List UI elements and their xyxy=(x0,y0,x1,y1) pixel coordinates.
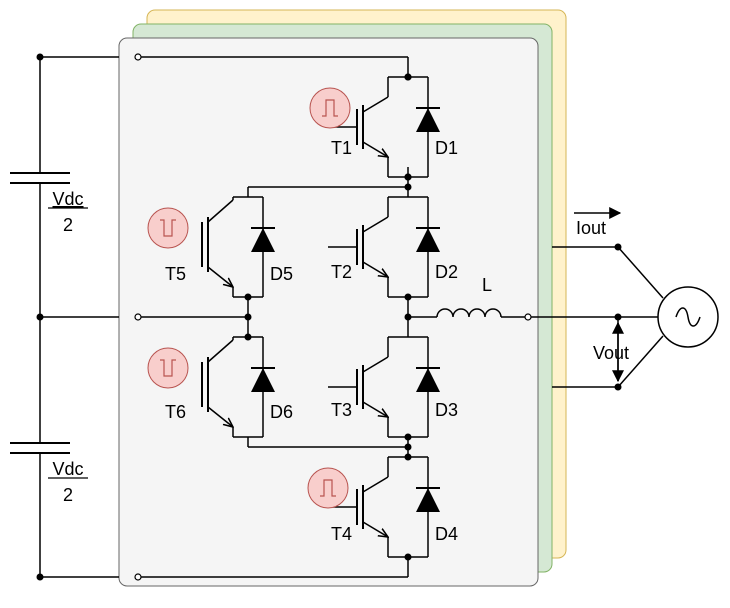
phase-panel-front xyxy=(118,37,539,587)
square-pulse-icon xyxy=(322,99,338,117)
label-d1: D1 xyxy=(435,138,458,158)
capacitor-top-divisor: 2 xyxy=(63,215,73,235)
square-pulse-icon xyxy=(160,359,176,377)
gate-signal-t6 xyxy=(147,347,189,389)
label-t6: T6 xyxy=(165,402,186,422)
gate-signal-t4 xyxy=(307,467,349,509)
inductor-label: L xyxy=(482,275,492,295)
igbt-cell-t5 xyxy=(201,196,275,298)
label-d6: D6 xyxy=(270,402,293,422)
sine-wave-icon xyxy=(675,307,701,327)
gate-signal-t1 xyxy=(309,87,351,129)
inductor: L xyxy=(408,275,532,321)
ac-source xyxy=(657,286,719,348)
output-wiring xyxy=(531,207,664,391)
label-d4: D4 xyxy=(435,524,458,544)
capacitor-bottom: Vdc 2 xyxy=(10,442,88,505)
capacitor-top-label: Vdc xyxy=(52,189,83,209)
output-current-label: Iout xyxy=(576,218,606,238)
label-t4: T4 xyxy=(331,524,352,544)
igbt-cell-t4 xyxy=(333,456,440,558)
capacitor-top: Vdc 2 xyxy=(10,172,88,235)
square-pulse-icon xyxy=(160,219,176,237)
capacitor-bottom-label: Vdc xyxy=(52,459,83,479)
output-voltage-label: Vout xyxy=(593,343,629,363)
gate-signal-t5 xyxy=(147,207,189,249)
square-pulse-icon xyxy=(320,479,336,497)
label-t2: T2 xyxy=(331,262,352,282)
label-d3: D3 xyxy=(435,400,458,420)
igbt-cell-t1 xyxy=(333,73,440,181)
capacitor-bottom-divisor: 2 xyxy=(63,485,73,505)
igbt-cell-t6 xyxy=(201,336,275,438)
label-t1: T1 xyxy=(331,138,352,158)
igbt-cell-t3 xyxy=(328,336,440,438)
igbt-cell-t2 xyxy=(328,196,440,298)
label-t5: T5 xyxy=(165,264,186,284)
dc-bus-wiring xyxy=(36,53,119,581)
label-t3: T3 xyxy=(331,400,352,420)
label-d2: D2 xyxy=(435,262,458,282)
label-d5: D5 xyxy=(270,264,293,284)
